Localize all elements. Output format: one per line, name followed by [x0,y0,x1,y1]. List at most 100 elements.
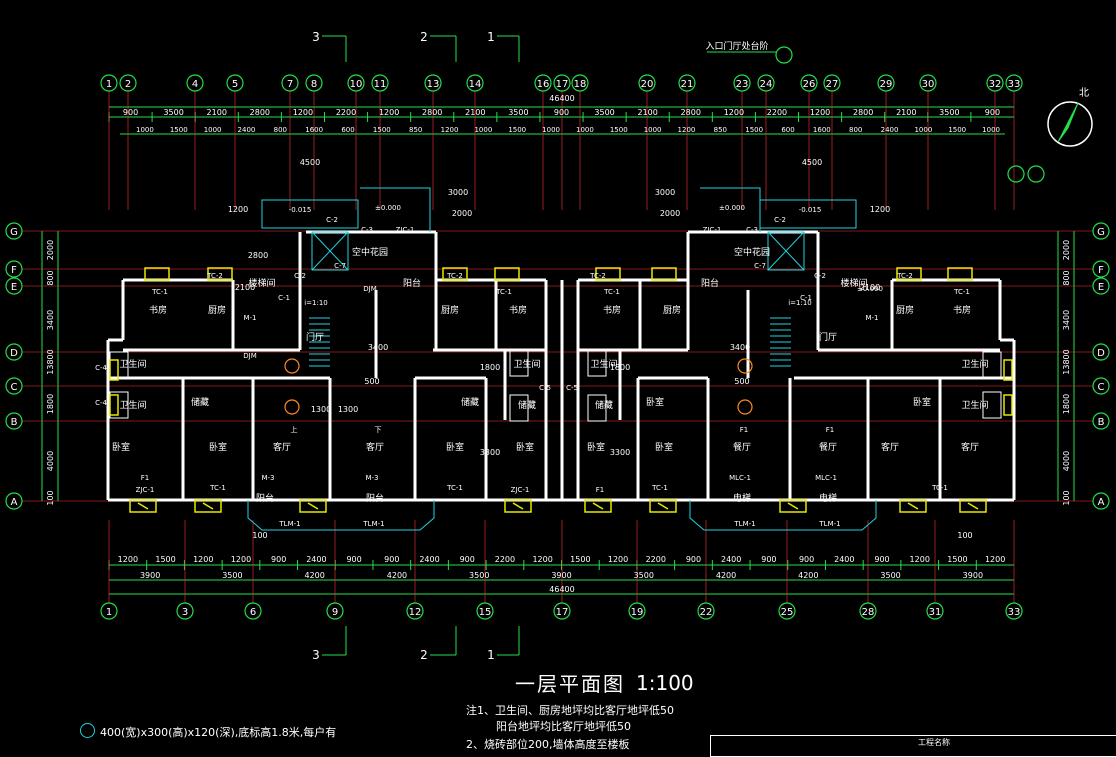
label: 1500 [610,126,628,134]
tag-label: TC-1 [931,484,948,492]
tag-label: F1 [596,486,604,494]
label: 900 [346,555,361,564]
fixture-box [587,349,607,377]
axis-bubble [5,492,23,510]
axis-bubble [1092,343,1110,361]
room-label: 卧室 [655,441,673,453]
side-window [109,359,119,381]
tag-label: i=1:10 [788,299,812,307]
room-label: 卧室 [516,441,534,453]
tag-label: M-3 [261,474,274,482]
north-label: 北 [1079,87,1089,99]
label: 1800 [46,394,55,414]
axis-bubble [877,74,895,92]
fixture-box [509,349,529,377]
room-label: 厨房 [896,304,914,316]
tag-label: DJM [243,352,257,360]
tag-label: 下 [375,426,382,434]
room-label: 卧室 [209,441,227,453]
label: 2200 [336,108,356,117]
label: 1500 [948,126,966,134]
room-label: 客厅 [961,441,979,453]
dim-text: 4500 [300,158,320,167]
detail-bubble [1007,165,1025,183]
section-number: 1 [487,648,495,662]
label: 2000 [46,240,55,260]
room-label: 电梯 [819,492,837,504]
axis-bubble [926,602,944,620]
axis-bubble [1092,377,1110,395]
entrance-label: 入口门厅处台阶 [705,40,768,52]
dim-text: 100 [957,531,972,540]
axis-bubble [305,74,323,92]
label: 1500 [373,126,391,134]
note-2: 阳台地坪均比客厅地坪低50 [496,720,631,733]
label: 900 [271,555,286,564]
legend-circle-icon [80,723,95,738]
label: 1000 [136,126,154,134]
dim-text: 100 [252,531,267,540]
tag-label: MLC-1 [729,474,751,482]
window-mark [307,502,319,510]
dim-text: 2100 [860,283,880,292]
tag-label: C-5 [539,384,551,392]
label: 100 [46,490,55,505]
label: 1000 [644,126,662,134]
label: 1000 [474,126,492,134]
label: 800 [46,270,55,285]
axis-label: 17 [556,79,569,90]
axis-bubble [5,343,23,361]
axis-bubble [406,602,424,620]
label: 2100 [638,108,658,117]
label: 13800 [46,349,55,374]
window-mark [592,502,604,510]
label: 1200 [231,555,251,564]
axis-label: F [1098,265,1104,276]
room-label: 客厅 [881,441,899,453]
label: 600 [341,126,354,134]
tag-label: 上 [291,425,298,434]
tag-label: TC-1 [495,288,512,296]
label: 4000 [1062,451,1071,471]
axis-label: C [1098,382,1105,393]
axis-label: A [11,497,18,508]
axis-bubble [678,74,696,92]
window-sill [896,267,922,281]
label: 850 [409,126,422,134]
elevator-shaft [311,231,349,271]
axis-label: 21 [681,79,694,90]
axis-bubble [1092,277,1110,295]
label: 1200 [985,555,1005,564]
axis-bubble [628,602,646,620]
label: 1200 [678,126,696,134]
north-arrow-circle [1047,101,1093,147]
axis-bubble [1092,222,1110,240]
dim-text: 3000 [448,188,468,197]
balcony-outline [247,500,435,531]
axis-bubble [859,602,877,620]
window-mark [202,502,214,510]
dim-text: 500 [364,377,379,386]
window-sill [504,499,532,513]
room-label: 书房 [953,304,971,316]
label: 1000 [542,126,560,134]
axis-label: 20 [641,79,654,90]
elevator-x [767,231,805,271]
tag-label: C-1 [800,294,812,302]
label: 1200 [532,555,552,564]
fixture-box [587,394,607,422]
window-sill [947,267,973,281]
tag-label: F1 [826,426,834,434]
axis-label: 3 [182,607,188,618]
tag-label: F1 [141,474,149,482]
label: 4200 [305,571,325,580]
axis-bubble [638,74,656,92]
tag-label: DJM [363,285,377,293]
window-mark [657,502,669,510]
tag-label: TLM-1 [818,520,840,528]
room-label: 厨房 [441,304,459,316]
tag-label: TC-1 [151,288,168,296]
room-label: 卫生间 [590,358,617,370]
label: 1200 [910,555,930,564]
tag-label: TLM-1 [733,520,755,528]
